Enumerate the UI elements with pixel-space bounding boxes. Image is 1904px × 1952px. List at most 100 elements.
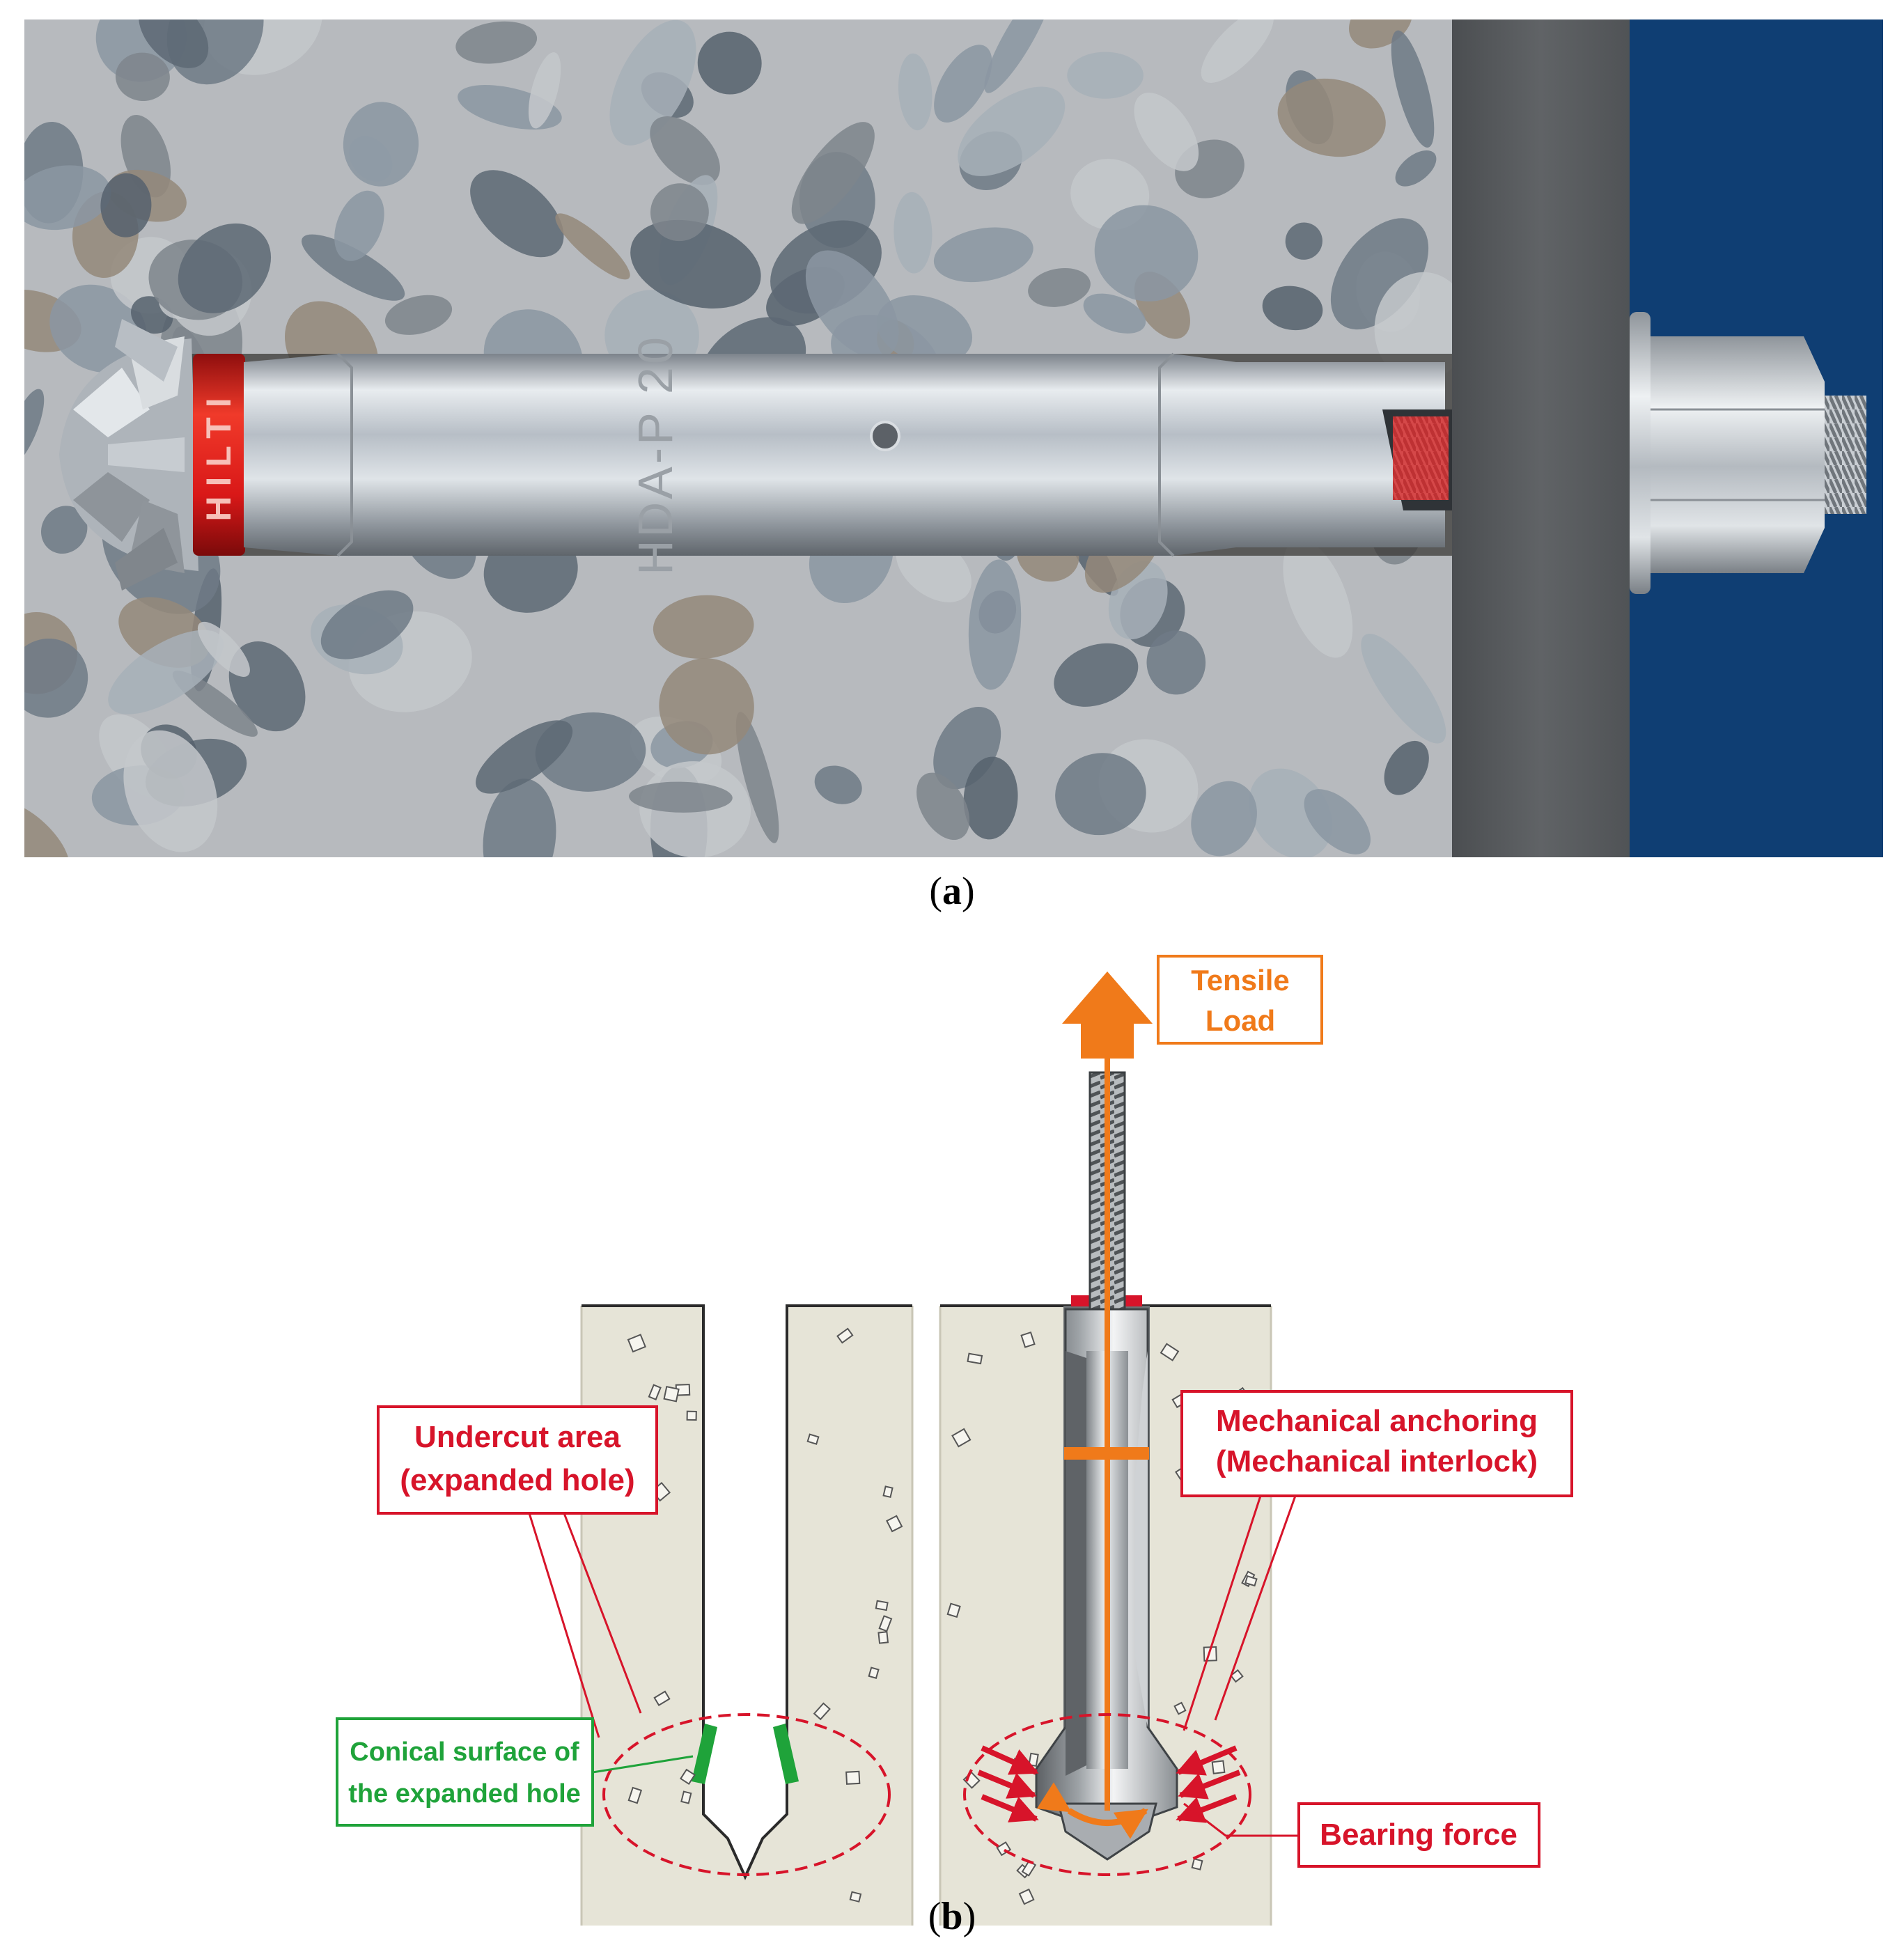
aggregate-stone — [629, 781, 733, 813]
aggregate-stone — [24, 165, 111, 231]
aggregate-speck — [868, 1666, 880, 1679]
anchor-marking-text: HDA-P 20 — [628, 334, 682, 575]
undercut-area-label: Undercut area (expanded hole) — [377, 1405, 658, 1738]
aggregate-stone — [650, 116, 720, 185]
aggregate-speck — [1173, 1701, 1187, 1715]
aggregate-stone — [476, 720, 573, 794]
aggregate-stone — [1067, 52, 1144, 99]
red-sleeve-ring — [193, 354, 245, 556]
aggregate-speck — [813, 1702, 831, 1721]
aggregate-stone — [1277, 78, 1386, 157]
aggregate-stone — [555, 213, 630, 280]
svg-text:(Mechanical interlock): (Mechanical interlock) — [1216, 1444, 1538, 1478]
sleeve-brand-text: HILTI — [199, 388, 238, 521]
aggregate-stone — [1134, 93, 1199, 171]
aggregate-stone — [320, 590, 414, 659]
aggregate-stone — [1361, 634, 1446, 744]
aggregate-speck — [680, 1790, 692, 1804]
aggregate-speck — [875, 1600, 889, 1611]
aggregate-stone — [1304, 789, 1371, 854]
aggregate-stone — [653, 595, 754, 659]
aggregate-speck — [836, 1327, 854, 1344]
undercut-zone-ellipse-left — [602, 1713, 891, 1876]
aggregate-speck — [686, 1410, 697, 1421]
aggregate-stone — [1146, 630, 1206, 695]
aggregate-stone — [1028, 267, 1091, 307]
aggregate-stone — [958, 86, 1066, 176]
aggregate-speck — [1244, 1575, 1258, 1587]
aggregate-speck — [648, 1384, 662, 1400]
conical-surface-left — [692, 1724, 717, 1784]
aggregate-stone — [898, 53, 933, 131]
aggregate-stone — [659, 658, 754, 755]
svg-text:Load: Load — [1205, 1004, 1275, 1037]
aggregate-stone — [123, 730, 218, 852]
aggregate-speck — [653, 1690, 671, 1707]
aggregate-stone — [735, 712, 779, 843]
tensile-load-label: Tensile Load — [1157, 955, 1323, 1045]
aggregate-speck — [877, 1631, 889, 1644]
aggregate-speck — [878, 1615, 893, 1632]
aggregate-stone — [1391, 30, 1435, 148]
threaded-bolt-end — [1825, 396, 1866, 514]
anchor-sleeve — [244, 352, 1445, 557]
svg-text:Tensile: Tensile — [1191, 964, 1290, 997]
spreading-arrow — [1036, 1782, 1148, 1839]
anchor-schematic-panel: Tensile Load Undercut area (expanded hol… — [336, 955, 1573, 1926]
aggregate-stone — [791, 122, 875, 224]
aggregate-stone — [455, 21, 538, 64]
aggregate-speck — [1160, 1343, 1180, 1361]
aggregate-stone — [968, 559, 1022, 690]
aggregate-stone — [1283, 538, 1353, 658]
aggregate-speck — [967, 1352, 983, 1365]
aggregate-stone — [108, 630, 224, 715]
aggregate-stone — [1201, 19, 1274, 83]
aggregate-stone — [384, 295, 453, 335]
aggregate-speck — [1191, 1858, 1203, 1871]
aggregate-speck — [1211, 1760, 1226, 1774]
svg-text:the expanded hole: the expanded hole — [348, 1779, 581, 1809]
aggregate-stone — [95, 19, 187, 82]
aggregate-stone — [483, 779, 556, 857]
aggregate-stone — [1083, 293, 1146, 334]
aggregate-stone — [1384, 740, 1429, 795]
aggregate-stone — [1395, 150, 1437, 187]
aggregate-speck — [1020, 1332, 1036, 1348]
aggregate-stone — [178, 223, 272, 313]
aggregate-stone — [1262, 286, 1323, 331]
undercut-cone-head — [59, 319, 198, 591]
aggregate-speck — [663, 1386, 680, 1403]
tensile-load-arrow — [1062, 971, 1153, 1059]
aggregate-stone — [40, 506, 88, 554]
aggregate-stone — [24, 802, 70, 857]
hex-nut — [1651, 336, 1825, 573]
aggregate-stone — [1055, 753, 1146, 836]
aggregate-stone — [609, 19, 696, 146]
aggregate-stone — [805, 250, 899, 359]
aggregate-stone — [1054, 643, 1139, 707]
undercut-zone-ellipse-right — [963, 1713, 1251, 1876]
washer — [1630, 312, 1651, 594]
aggregate-speck — [946, 1602, 961, 1618]
caption-b: (b) — [928, 1895, 976, 1938]
aggregate-stone — [197, 621, 250, 677]
aggregate-stone — [334, 190, 384, 261]
anchor-photo-panel: HILTI HDA-P 20 — [24, 19, 1883, 857]
aggregate-speck — [1018, 1888, 1035, 1905]
bearing-force-label: Bearing force — [1183, 1802, 1540, 1868]
conical-surface-right — [773, 1724, 799, 1784]
aggregate-stone — [814, 765, 862, 804]
aggregate-stone — [301, 234, 405, 301]
aggregate-stone — [933, 227, 1033, 283]
aggregate-speck — [1028, 1752, 1039, 1767]
svg-text:Undercut area: Undercut area — [414, 1420, 621, 1454]
aggregate-stone — [470, 170, 564, 258]
aggregate-stone — [24, 389, 45, 467]
svg-text:Conical surface of: Conical surface of — [350, 1738, 579, 1767]
aggregate-stone — [876, 295, 973, 365]
aggregate-stone — [650, 183, 709, 242]
aggregate-stone — [963, 756, 1018, 840]
aggregate-speck — [882, 1485, 894, 1499]
sleeve-hole — [870, 421, 900, 451]
aggregate-speck — [680, 1768, 696, 1786]
